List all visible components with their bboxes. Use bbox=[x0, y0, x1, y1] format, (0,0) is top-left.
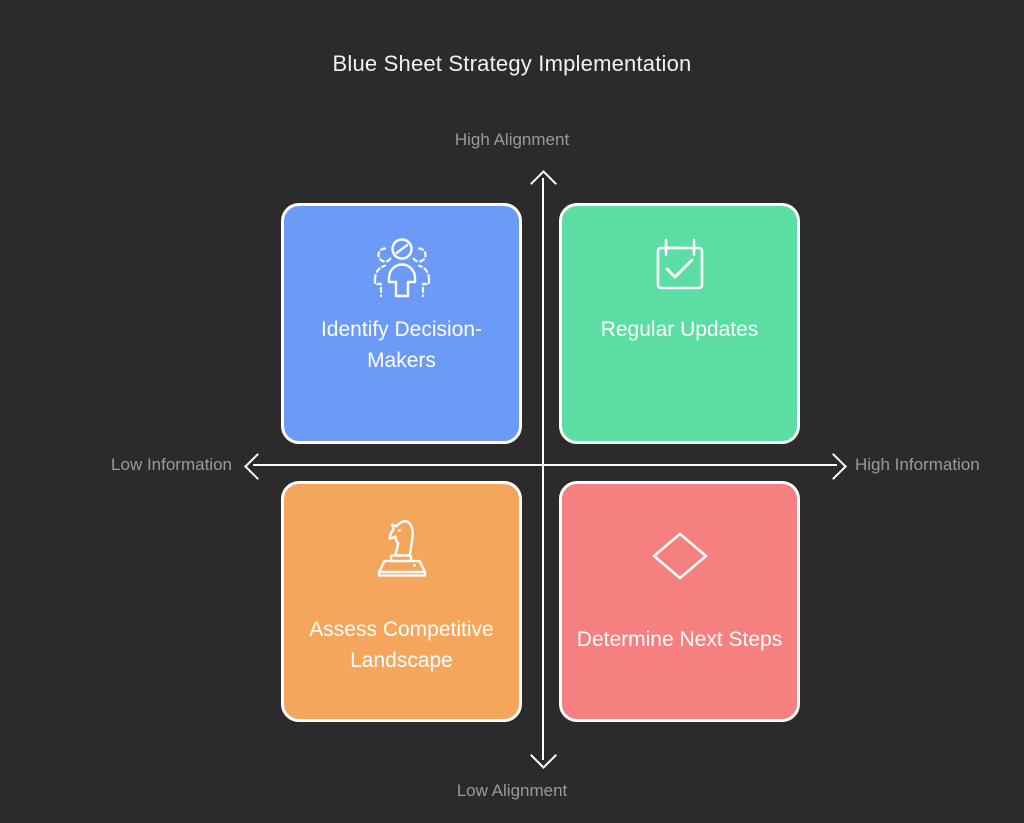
quadrant-card-regular-updates[interactable]: Regular Updates bbox=[559, 203, 800, 444]
axis-arrow-up-icon bbox=[530, 170, 557, 197]
axis-label-low-alignment: Low Alignment bbox=[456, 781, 568, 800]
axis-arrow-down-icon bbox=[530, 742, 557, 769]
quadrant-card-assess-competitive-landscape[interactable]: Assess Competitive Landscape bbox=[281, 481, 522, 722]
axis-label-high-alignment: High Alignment bbox=[454, 130, 570, 149]
axis-label-high-information: High Information bbox=[855, 455, 980, 474]
diamond-icon bbox=[644, 520, 716, 592]
horizontal-axis-line bbox=[253, 464, 837, 466]
calendar-check-icon bbox=[644, 232, 716, 304]
chess-knight-icon bbox=[366, 512, 438, 584]
quadrant-card-label: Regular Updates bbox=[600, 318, 759, 341]
axis-arrow-left-icon bbox=[244, 453, 271, 480]
people-target-icon bbox=[366, 232, 438, 304]
vertical-axis-line bbox=[542, 178, 544, 760]
quadrant-card-label: Identify Decision-Makers bbox=[320, 318, 483, 372]
quadrant-card-label: Determine Next Steps bbox=[576, 628, 783, 651]
quadrant-card-determine-next-steps[interactable]: Determine Next Steps bbox=[559, 481, 800, 722]
axis-arrow-right-icon bbox=[820, 453, 847, 480]
quadrant-card-identify-decision-makers[interactable]: Identify Decision-Makers bbox=[281, 203, 522, 444]
quadrant-card-label: Assess Competitive Landscape bbox=[309, 618, 494, 672]
axis-label-low-information: Low Information bbox=[111, 455, 232, 474]
page-title: Blue Sheet Strategy Implementation bbox=[332, 51, 692, 76]
